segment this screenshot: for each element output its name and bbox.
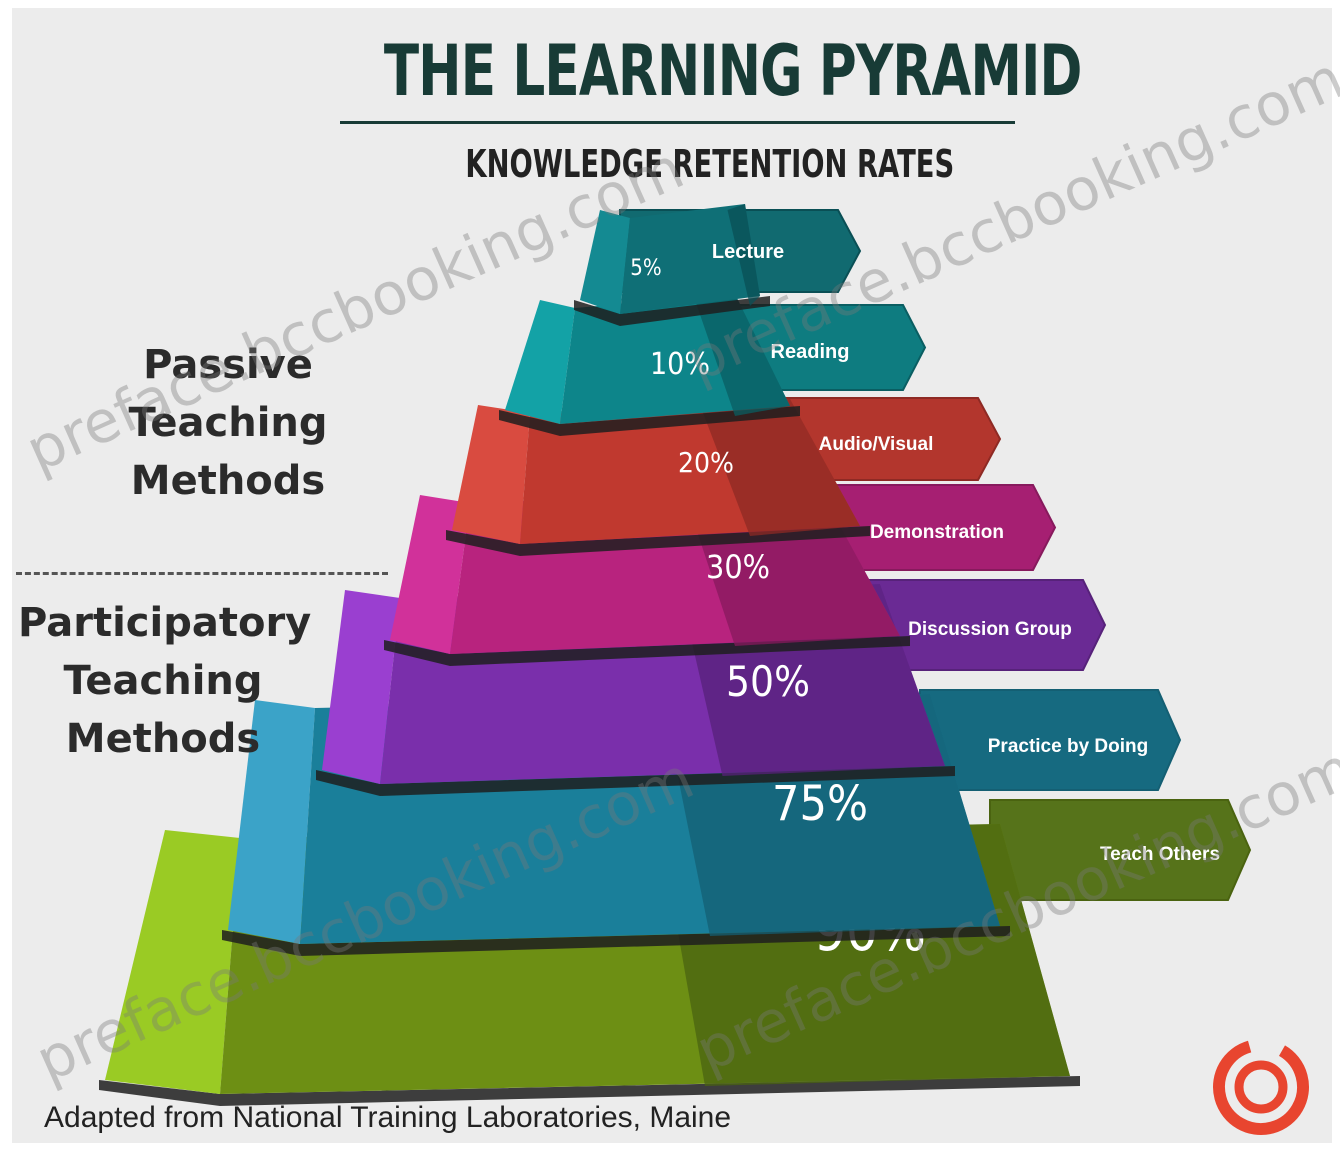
tier-2-percent: 10% — [650, 347, 710, 382]
tier-6-method-label: Practice by Doing — [988, 736, 1149, 757]
tier-5-method-label: Discussion Group — [908, 619, 1072, 640]
tier-4-percent: 30% — [706, 548, 770, 586]
tier-5-shadow — [316, 766, 955, 796]
tier-2-right-face — [695, 294, 790, 416]
tier-2-left-face — [505, 300, 575, 424]
tier-6-percent: 75% — [772, 776, 868, 832]
passive-line-1: Passive — [143, 342, 313, 388]
passive-line-2: Teaching — [128, 400, 328, 446]
tier-1-front-face — [620, 204, 760, 314]
tier-6-left-face — [228, 700, 315, 944]
participatory-line-3: Methods — [65, 716, 261, 762]
tier-1-percent: 5% — [630, 256, 661, 281]
tier-4-shadow — [384, 636, 910, 666]
tier-2-method-label: Reading — [771, 341, 850, 363]
tier-1-shadow — [574, 296, 770, 326]
tier-5-left-face — [322, 590, 400, 784]
tier-3-method-label: Audio/Visual — [819, 434, 934, 455]
title-underline — [340, 121, 1015, 124]
tier-3-percent: 20% — [678, 446, 734, 479]
circular-logo-icon — [1213, 1039, 1309, 1135]
tier-1-left-face — [580, 210, 630, 314]
tier-4-method-label: Demonstration — [870, 522, 1004, 543]
tier-7-left-face — [105, 830, 240, 1094]
tier-1-method-label: Lecture — [712, 241, 784, 263]
passive-line-3: Methods — [130, 458, 326, 504]
tier-3-left-face — [452, 405, 530, 544]
participatory-line-2: Teaching — [63, 658, 263, 704]
page-subtitle: KNOWLEDGE RETENTION RATES — [465, 142, 955, 186]
tier-3-right-face — [700, 399, 860, 536]
tier-5-percent: 50% — [726, 657, 810, 706]
tier-7-shadow — [99, 1076, 1080, 1106]
source-credit: Adapted from National Training Laborator… — [44, 1101, 732, 1134]
tier-7-method-label: Teach Others — [1100, 844, 1220, 865]
tier-6-shadow — [222, 926, 1010, 956]
participatory-methods-label: Participatory Teaching Methods — [18, 594, 312, 768]
tier-2-shadow — [499, 406, 800, 436]
tier-1-right-face — [727, 204, 760, 306]
passive-methods-label: Passive Teaching Methods — [128, 336, 328, 510]
participatory-line-1: Participatory — [18, 600, 312, 646]
page-title: THE LEARNING PYRAMID — [383, 30, 1082, 112]
group-divider — [16, 572, 388, 575]
